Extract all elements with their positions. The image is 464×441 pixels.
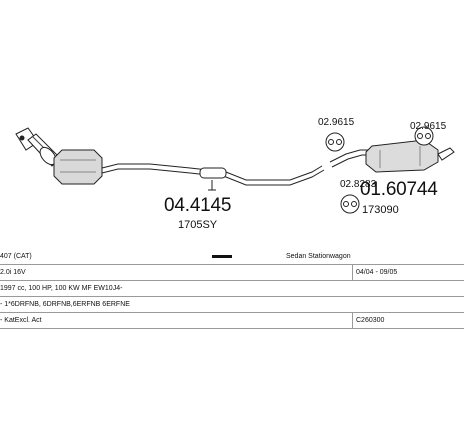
pipe-hanger: [208, 180, 216, 191]
main-part-number: 04.4145: [164, 195, 232, 216]
code-cell: C260300: [356, 317, 385, 324]
table-row: 1997 cc, 100 HP, 100 KW MF EW10J4-: [0, 280, 464, 297]
rubber-hanger-bottom: [340, 194, 360, 214]
rubber-hanger-left: [325, 132, 345, 152]
body-type-cell: Sedan Stationwagon: [286, 253, 351, 260]
table-row: 2.0i 16V 04/04 - 09/05: [0, 264, 464, 281]
car-body-icon: ▬▬: [212, 250, 232, 261]
rear-silencer: [365, 139, 455, 173]
rubber-hanger-right: [414, 126, 434, 146]
hanger-b-number: 02.9615: [410, 121, 447, 132]
hanger-a-number: 02.9615: [318, 117, 355, 128]
note-cell: - KatExcl. Act: [0, 317, 42, 324]
table-row: - 1*6DRFNB, 6DRFNB,6ERFNB 6ERFNE: [0, 296, 464, 313]
table-row: 407 (CAT) ▬▬ Sedan Stationwagon: [0, 248, 464, 265]
hanger-c-number: 02.8283: [340, 179, 377, 190]
engine-spec-cell: 1997 cc, 100 HP, 100 KW MF EW10J4-: [0, 285, 123, 292]
middle-resonator: [199, 167, 227, 179]
exhaust-diagram: [15, 126, 455, 214]
engine-cell: 2.0i 16V: [0, 269, 26, 276]
years-cell: 04/04 - 09/05: [356, 269, 398, 276]
middle-pipe: [101, 163, 325, 186]
main-part-ref: 1705SY: [178, 219, 218, 231]
rear-part-number: 01.60744: [360, 179, 438, 200]
model-cell: 407 (CAT): [0, 253, 32, 260]
engine-codes-cell: - 1*6DRFNB, 6DRFNB,6ERFNB 6ERFNE: [0, 301, 130, 308]
table-row: - KatExcl. Act C260300: [0, 312, 464, 329]
rear-part-ref: 173090: [362, 204, 399, 216]
catalytic-converter: [53, 149, 103, 185]
